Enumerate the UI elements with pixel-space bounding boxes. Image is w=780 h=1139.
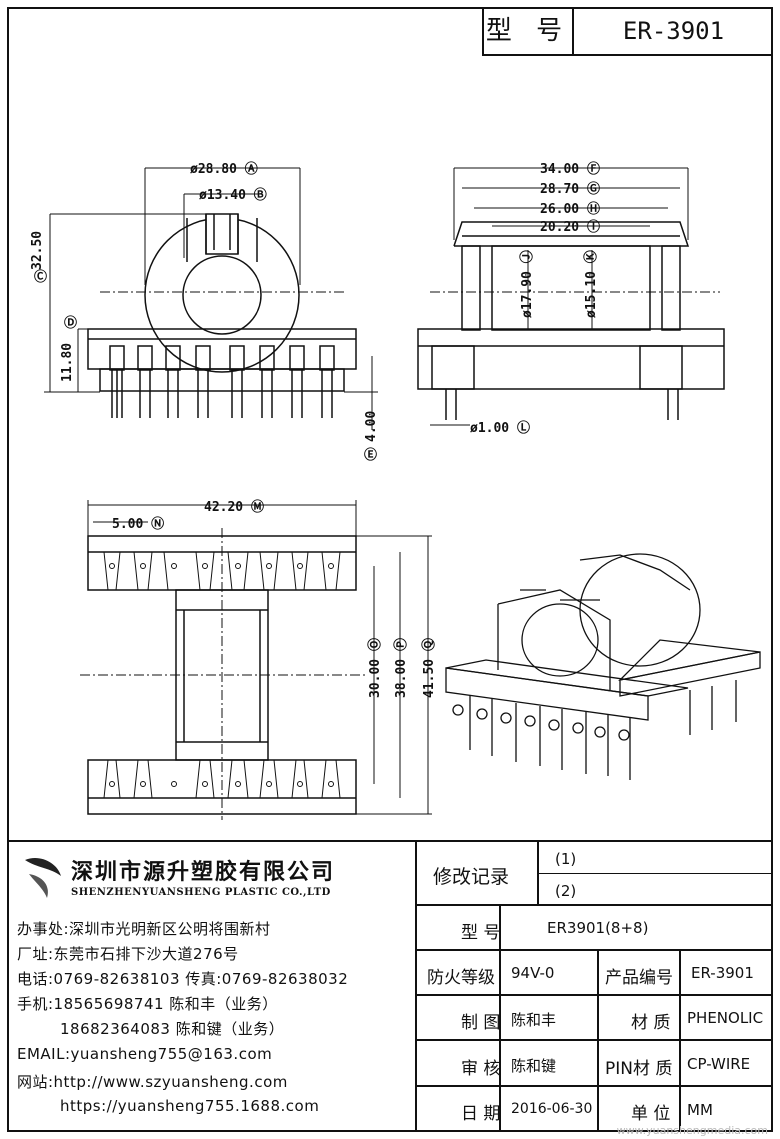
dim-c: 32.50: [30, 230, 45, 270]
date-value: 2016-06-30: [511, 1101, 593, 1117]
factory-address: 厂址:东莞市石排下沙大道276号: [17, 945, 239, 963]
fire-rating-value: 94V-0: [511, 964, 555, 982]
pin-material-label: PIN材 质: [605, 1059, 673, 1079]
dim-m: 42.20 Ⓜ: [204, 500, 264, 515]
dim-h: 26.00 Ⓗ: [540, 202, 600, 217]
dim-c-letter: Ⓒ: [34, 270, 48, 285]
email: EMAIL:yuansheng755@163.com: [17, 1045, 273, 1063]
spec-model-label: 型 号: [461, 923, 501, 943]
product-no-value: ER-3901: [691, 964, 754, 982]
drawing-frame: [7, 7, 773, 1132]
unit-value: MM: [687, 1101, 713, 1119]
watermark: www.yuanshengmedia.com: [616, 1124, 768, 1137]
website: 网站:http://www.szyuansheng.com: [17, 1073, 288, 1091]
company-name: 深圳市源升塑胶有限公司: [71, 860, 336, 885]
reviewer-label: 审 核: [461, 1059, 501, 1079]
revision-row-2: (2): [555, 882, 577, 900]
front-pins: [109, 345, 335, 418]
model-header-value: ER-3901: [622, 17, 725, 45]
company-name-en: SHENZHENYUANSHENG PLASTIC CO.,LTD: [71, 887, 331, 898]
front-view: [44, 167, 378, 430]
revision-row-1: (1): [555, 850, 577, 868]
fire-rating-label: 防火等级: [427, 968, 495, 988]
dim-d-letter: Ⓓ: [64, 316, 78, 331]
dim-e-letter: Ⓔ: [364, 448, 378, 463]
dim-d: 11.80: [60, 342, 75, 382]
material-value: PHENOLIC: [687, 1009, 764, 1027]
mobile-1: 手机:18565698741 陈和丰（业务）: [17, 995, 278, 1013]
dim-q: 41.50 Ⓠ: [422, 638, 437, 698]
website-2: https://yuansheng755.1688.com: [60, 1097, 320, 1115]
dim-k: ø15.10 Ⓚ: [584, 250, 599, 318]
spec-model-value: ER3901(8+8): [547, 919, 649, 937]
model-header: 型 号 ER-3901: [482, 9, 771, 56]
product-no-label: 产品编号: [605, 968, 673, 988]
side-view: [417, 167, 725, 426]
dim-p: 38.00 Ⓟ: [394, 638, 409, 698]
dim-a: ø28.80 Ⓐ: [190, 162, 258, 177]
dim-j: ø17.90 Ⓙ: [520, 250, 535, 318]
drawn-by-label: 制 图: [461, 1013, 501, 1033]
dim-e: 4.00: [364, 410, 379, 442]
company-logo: [25, 857, 61, 898]
reviewer-value: 陈和键: [511, 1057, 557, 1075]
revision-label: 修改记录: [433, 866, 510, 888]
dim-g: 28.70 Ⓖ: [540, 182, 600, 197]
model-header-label: 型 号: [484, 9, 574, 54]
top-view: [80, 500, 432, 820]
dim-n: 5.00 Ⓝ: [112, 517, 165, 532]
dim-l: ø1.00 Ⓛ: [470, 421, 530, 436]
dim-f: 34.00 Ⓕ: [540, 162, 600, 177]
dim-o: 30.00 Ⓞ: [368, 638, 383, 698]
isometric-view: [445, 553, 761, 780]
drawn-by-value: 陈和丰: [511, 1011, 557, 1029]
mobile-2: 18682364083 陈和键（业务）: [60, 1020, 285, 1038]
date-label: 日 期: [461, 1104, 501, 1124]
top-pin-slots: [103, 551, 341, 799]
phone-fax: 电话:0769-82638103 传真:0769-82638032: [17, 970, 349, 988]
pin-material-value: CP-WIRE: [687, 1055, 751, 1073]
title-block: 深圳市源升塑胶有限公司 SHENZHENYUANSHENG PLASTIC CO…: [7, 840, 773, 1132]
technical-drawing: [44, 167, 761, 820]
dim-i: 20.20 Ⓘ: [540, 220, 600, 235]
unit-label: 单 位: [631, 1104, 671, 1124]
office-address: 办事处:深圳市光明新区公明将围新村: [17, 920, 271, 938]
material-label: 材 质: [631, 1013, 671, 1033]
dim-b: ø13.40 Ⓑ: [199, 188, 267, 203]
